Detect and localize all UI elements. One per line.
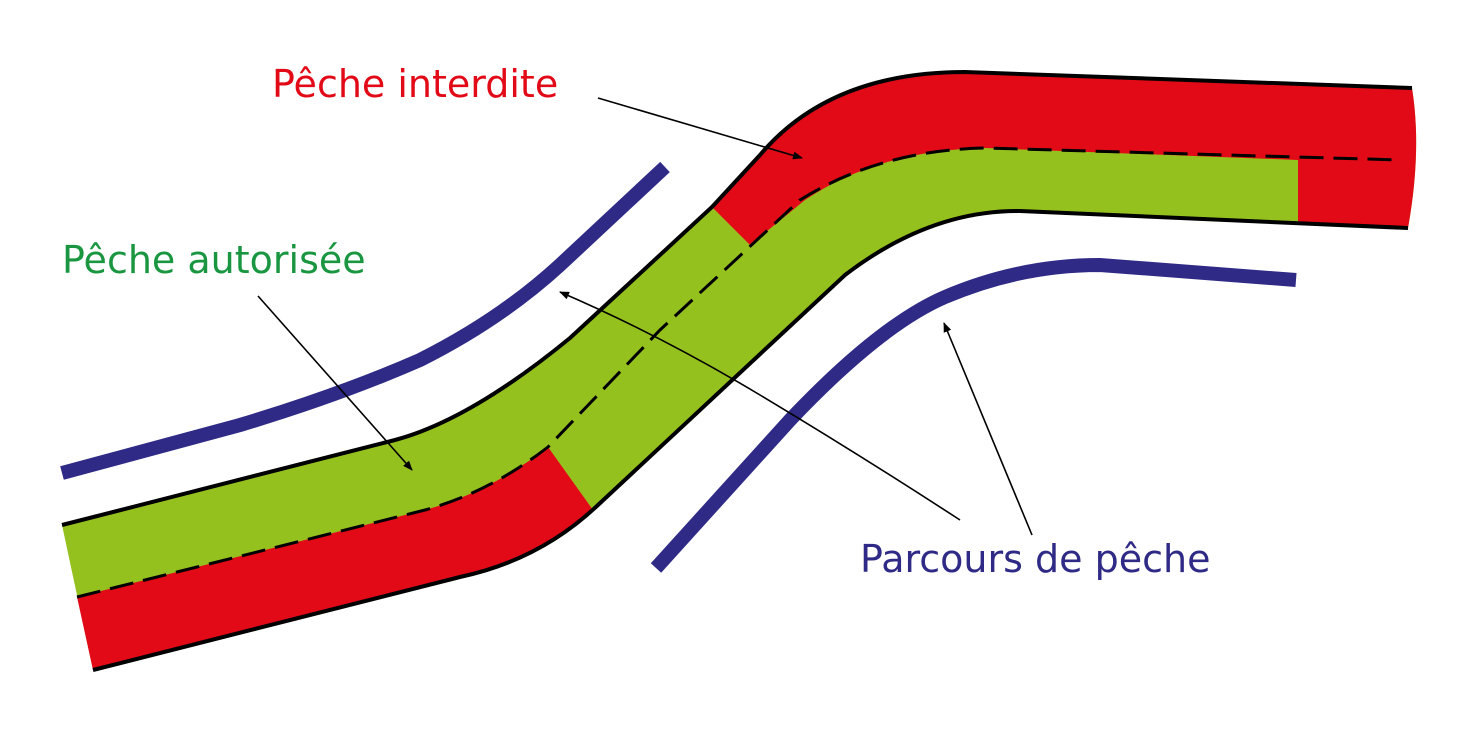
allowed-fishing-label: Pêche autorisée [62, 238, 366, 282]
river-bank-bottom [92, 208, 1409, 672]
arrow-forbidden [597, 97, 803, 160]
river-bank-top [61, 69, 1413, 527]
river-forbidden-zone-left [77, 447, 593, 670]
arrow-route-left [559, 291, 961, 521]
fishing-route-label: Parcours de pêche [860, 537, 1211, 581]
arrow-allowed [257, 295, 413, 471]
fishing-route-top-left [60, 161, 670, 480]
fishing-route-bottom-right [650, 257, 1297, 573]
forbidden-fishing-label: Pêche interdite [272, 62, 559, 106]
arrow-route-right [943, 322, 1033, 536]
river-forbidden-zone-right [712, 72, 1417, 245]
river-center-dashed-line [76, 146, 1401, 599]
